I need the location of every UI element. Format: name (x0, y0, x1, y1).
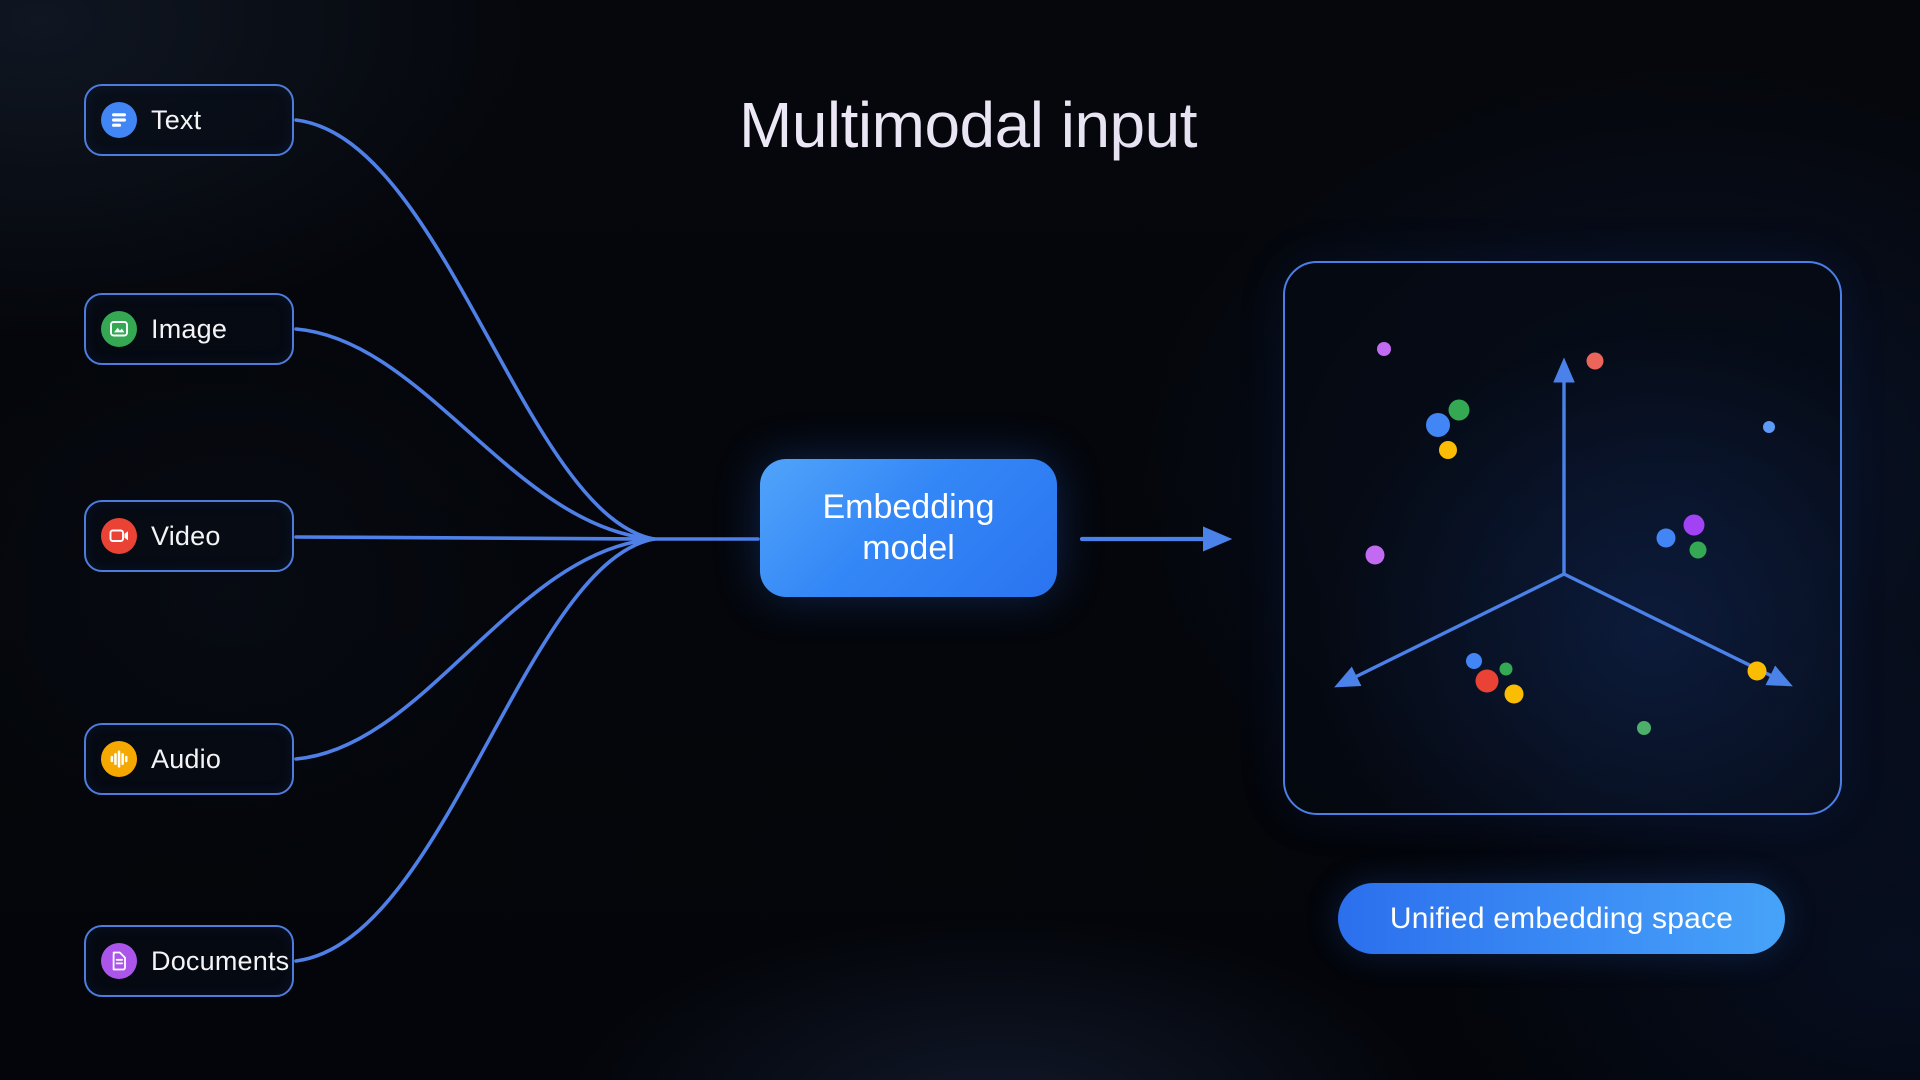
connector-audio (294, 537, 656, 761)
input-chip-label: Video (151, 520, 221, 551)
unified-embedding-space-pill: Unified embedding space (1338, 883, 1785, 954)
embedding-model-node: Embedding model (760, 459, 1057, 597)
embedding-point (1475, 669, 1499, 693)
embedding-space-svg (1334, 342, 1793, 735)
input-chip-label: Audio (151, 743, 222, 774)
input-chip-audio: Audio (84, 723, 294, 795)
connector-documents (294, 537, 656, 963)
input-chip-label: Text (151, 104, 202, 135)
input-chip-documents: Documents (84, 925, 294, 997)
input-chip-video: Video (84, 500, 294, 572)
unified-embedding-space-label: Unified embedding space (1389, 901, 1734, 935)
image-icon (101, 311, 137, 347)
connector-text (294, 118, 656, 541)
input-chip-text: Text (84, 84, 294, 156)
axes-3d (1334, 357, 1793, 688)
input-chip-label: Image (151, 313, 228, 344)
embedding-point (1656, 528, 1676, 548)
embedding-point (1683, 514, 1705, 536)
embedding-point (1689, 541, 1707, 559)
embedding-point (1426, 413, 1450, 437)
embedding-model-label: Embedding model (822, 488, 995, 567)
embedding-point (1499, 662, 1513, 676)
connector-image (294, 327, 656, 541)
input-chip-image: Image (84, 293, 294, 365)
embedding-point (1377, 342, 1391, 356)
audio-waveform-icon (101, 741, 137, 777)
embedding-point (1448, 399, 1470, 421)
embedding-point (1763, 421, 1775, 433)
embedding-point (1466, 653, 1482, 669)
video-camera-icon (101, 518, 137, 554)
embedding-space-panel (1283, 261, 1842, 815)
embedding-point (1586, 352, 1604, 370)
input-chip-label: Documents (151, 945, 290, 976)
text-lines-icon (101, 102, 137, 138)
embedding-point (1365, 545, 1385, 565)
embedding-point (1747, 661, 1767, 681)
connector-video (294, 535, 656, 541)
embedding-point (1439, 441, 1457, 459)
embedding-point (1637, 721, 1651, 735)
embedding-points (1365, 342, 1775, 735)
axis-line (1334, 572, 1566, 688)
page-title: Multimodal input (658, 88, 1278, 162)
embedding-point (1504, 684, 1524, 704)
document-icon (101, 943, 137, 979)
